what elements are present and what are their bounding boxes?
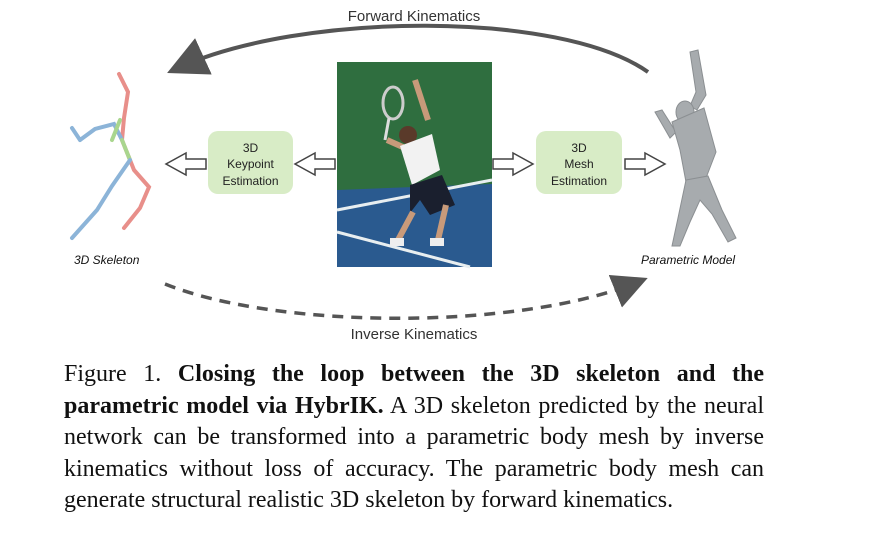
caption-prefix: Figure 1. [64, 361, 162, 387]
tennis-player-photo [336, 62, 493, 269]
skeleton-illustration [70, 72, 152, 240]
box-left-line-3: Estimation [222, 174, 278, 188]
box-left-line-1: 3D [243, 141, 259, 155]
skeleton-label: 3D Skeleton [74, 253, 140, 267]
right-hollow-arrow-2 [624, 151, 667, 177]
mesh-estimation-box [536, 131, 622, 194]
keypoint-estimation-box [208, 131, 293, 194]
box-right-line-2: Mesh [564, 157, 593, 171]
inverse-kinematics-label: Inverse Kinematics [351, 326, 478, 343]
parametric-model-label: Parametric Model [641, 253, 735, 267]
figure-diagram: Forward Kinematics Inverse Kinematics 3D… [70, 8, 737, 343]
right-hollow-arrow-1 [492, 151, 535, 177]
left-hollow-arrow-2 [293, 151, 336, 177]
figure-caption: Figure 1. Closing the loop between the 3… [64, 359, 764, 517]
box-right-line-1: 3D [571, 141, 587, 155]
inverse-kinematics-arrow [164, 275, 648, 320]
box-right-line-3: Estimation [551, 174, 607, 188]
caption-bold-title: Closing the loop between the 3D skeleton… [64, 361, 765, 419]
parametric-mesh-illustration [654, 49, 737, 247]
left-hollow-arrow-1 [164, 151, 207, 177]
forward-kinematics-arrow [167, 23, 650, 75]
caption-body: A 3D skeleton predicted by the neural ne… [64, 392, 764, 514]
forward-kinematics-label: Forward Kinematics [348, 8, 481, 25]
box-left-line-2: Keypoint [227, 157, 274, 171]
